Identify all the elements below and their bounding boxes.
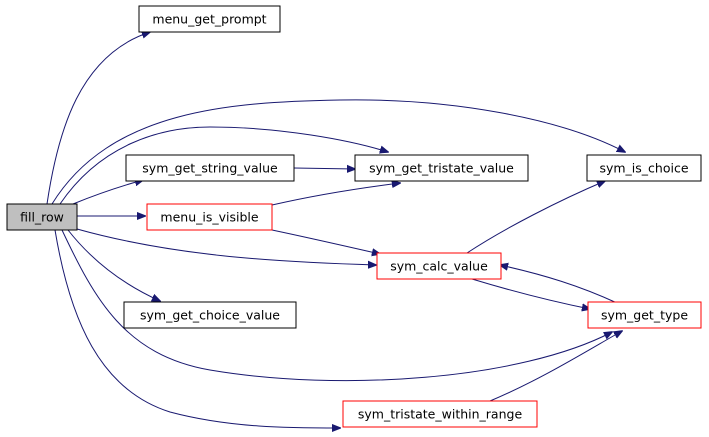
node-box	[354, 154, 529, 182]
node-box	[342, 400, 538, 428]
edge-fill_row-sym_get_choice_value	[67, 229, 160, 301]
node-label: sym_get_string_value	[142, 161, 278, 176]
node-box	[125, 154, 295, 182]
node-sym_get_type[interactable]: sym_get_type	[587, 301, 702, 329]
edge-menu_is_visible-sym_calc_value	[271, 229, 380, 254]
node-menu_is_visible[interactable]: menu_is_visible	[146, 203, 273, 231]
node-sym_get_tristate_value[interactable]: sym_get_tristate_value	[354, 154, 529, 182]
node-label: sym_get_choice_value	[140, 308, 280, 323]
node-box	[586, 154, 702, 182]
edge-menu_is_visible-sym_get_tristate_value	[271, 183, 400, 206]
node-sym_get_string_value[interactable]: sym_get_string_value	[125, 154, 295, 182]
node-label: sym_is_choice	[599, 161, 688, 176]
node-sym_is_choice[interactable]: sym_is_choice	[586, 154, 702, 182]
edge-fill_row-menu_get_prompt	[46, 32, 150, 205]
node-sym_tristate_within_range[interactable]: sym_tristate_within_range	[342, 400, 538, 428]
node-box	[138, 5, 281, 33]
node-label: sym_tristate_within_range	[358, 407, 523, 422]
edge-fill_row-sym_is_choice	[51, 99, 625, 205]
edge-sym_get_type-sym_calc_value	[500, 265, 618, 304]
edge-sym_get_string_value-sym_get_tristate_value	[293, 168, 355, 169]
edges	[46, 32, 625, 428]
node-box	[123, 301, 297, 329]
edge-sym_tristate_within_range-sym_get_type	[489, 331, 622, 402]
edge-sym_calc_value-sym_get_type	[471, 278, 590, 309]
node-box	[587, 301, 702, 329]
node-sym_get_choice_value[interactable]: sym_get_choice_value	[123, 301, 297, 329]
node-label: sym_calc_value	[390, 259, 488, 274]
node-label: sym_get_tristate_value	[369, 161, 514, 176]
edge-fill_row-sym_get_type	[61, 229, 612, 382]
node-box	[6, 203, 78, 231]
node-sym_calc_value[interactable]: sym_calc_value	[376, 252, 502, 280]
node-label: menu_is_visible	[160, 210, 258, 225]
edge-fill_row-sym_get_string_value	[72, 180, 143, 205]
edge-fill_row-sym_tristate_within_range	[54, 229, 340, 428]
edge-fill_row-sym_calc_value	[76, 228, 376, 265]
node-fill_row[interactable]: fill_row	[6, 203, 78, 231]
node-label: menu_get_prompt	[152, 12, 266, 27]
node-label: fill_row	[20, 210, 64, 225]
node-menu_get_prompt[interactable]: menu_get_prompt	[138, 5, 281, 33]
edge-sym_calc_value-sym_is_choice	[466, 181, 605, 254]
nodes: fill_row menu_get_prompt sym_get_string_…	[6, 5, 702, 428]
node-box	[146, 203, 273, 231]
node-label: sym_get_type	[601, 308, 688, 323]
node-box	[376, 252, 502, 280]
edge-fill_row-sym_get_tristate_value	[59, 126, 388, 205]
